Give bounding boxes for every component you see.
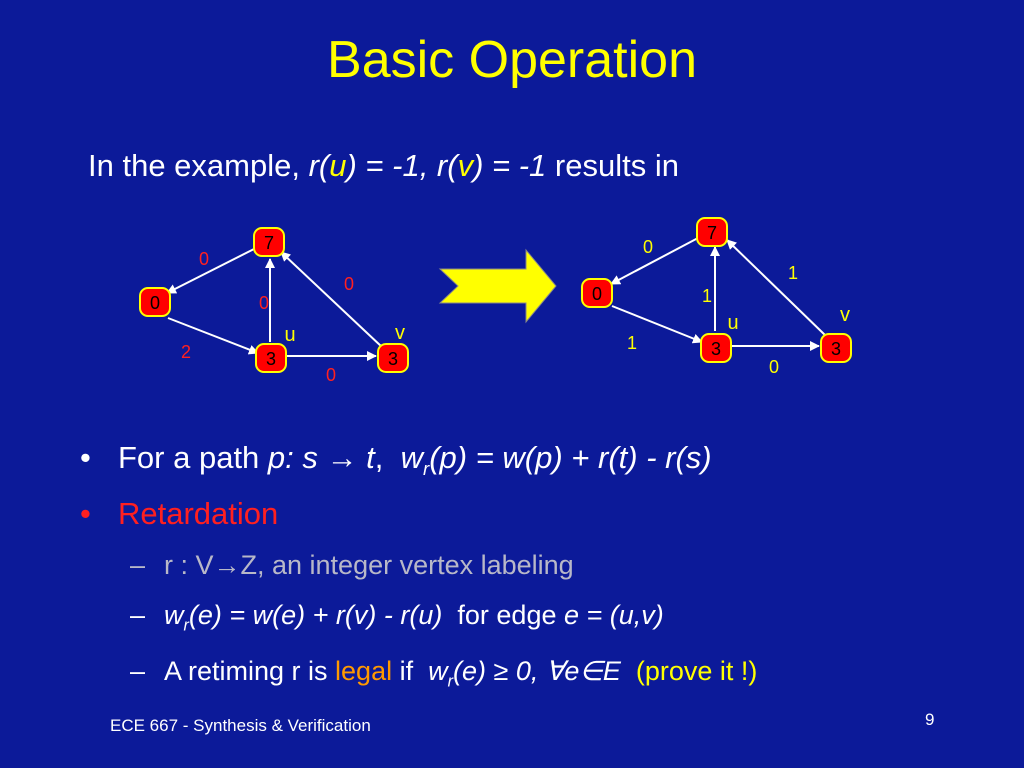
bullet-path-text: For a path (118, 440, 268, 475)
sub-bullet-legal-formula: (e) ≥ 0, ∀e∈E (453, 656, 621, 686)
right-node-right: 3 (820, 333, 852, 363)
left-node-top-label: 7 (264, 233, 274, 253)
intro-v: v (457, 148, 474, 183)
intro-u: u (329, 148, 347, 183)
sub-bullet-edge-mid: for edge (457, 600, 564, 630)
left-node-mid: 3 (255, 343, 287, 373)
right-node-left-label: 0 (592, 284, 602, 304)
bullet-dot: • (80, 496, 91, 531)
right-edge-top-to-left (610, 237, 699, 285)
bullet-retardation: • Retardation (80, 496, 278, 532)
left-edge-right-to-top (280, 251, 383, 348)
graphs-diagram: 7 0 3 3 0 2 0 0 0 u v 7 (139, 217, 852, 385)
bullet-path-formula: (p) = w(p) + r(t) - r(s) (429, 440, 712, 475)
sub-bullet-edge-w: w (164, 600, 184, 630)
sub-bullet-edge-def: e = (u,v) (563, 600, 664, 630)
right-label-u: u (727, 312, 738, 334)
sub-bullet-labeling: –r : V→Z, an integer vertex labeling (130, 550, 574, 581)
intro-suffix: results in (546, 148, 679, 183)
right-weight-left-mid: 1 (627, 333, 637, 353)
intro-r1: r( (308, 148, 330, 183)
right-label-v: v (840, 304, 850, 326)
left-node-right: 3 (377, 343, 409, 373)
bullet-path-sub: r (422, 458, 430, 480)
left-weight-mid-top: 0 (259, 293, 269, 313)
sub-bullet-legal-pre: A retiming r is (164, 656, 336, 686)
sub-bullet-dash: – (130, 550, 146, 580)
intro-eq1: ) = -1, r( (346, 148, 458, 183)
left-weight-top-left: 0 (199, 249, 209, 269)
left-weight-mid-right: 0 (326, 365, 336, 385)
sub-bullet-legal-word: legal (335, 656, 393, 686)
right-edge-right-to-top (726, 239, 827, 337)
right-edge-left-to-mid (611, 305, 703, 344)
slide-footer: ECE 667 - Synthesis & Verification (110, 716, 371, 735)
bullet-path-expr: p: s → t (267, 440, 375, 475)
right-weight-mid-right: 0 (769, 357, 779, 377)
left-node-right-label: 3 (388, 349, 398, 369)
sub-bullet-legal-sub: r (447, 672, 454, 691)
sub-bullet-legal: –A retiming r is legal if wr(e) ≥ 0, ∀e∈… (130, 656, 757, 691)
slide-title: Basic Operation (327, 31, 697, 89)
left-label-u: u (284, 324, 295, 346)
intro-eq2: ) = -1 (473, 148, 547, 183)
right-node-top: 7 (696, 217, 728, 247)
left-node-mid-label: 3 (266, 349, 276, 369)
right-weight-top-left: 0 (643, 237, 653, 257)
sub-bullet-legal-w: w (428, 656, 448, 686)
bullet-dot: • (80, 440, 91, 475)
right-weight-mid-top: 1 (702, 286, 712, 306)
left-weight-left-mid: 2 (181, 342, 191, 362)
left-label-v: v (395, 322, 405, 344)
right-weight-right-top: 1 (788, 263, 798, 283)
sub-bullet-dash: – (130, 656, 146, 686)
sub-bullet-edge-sub: r (183, 616, 189, 635)
left-node-top: 7 (253, 227, 285, 257)
right-node-mid: 3 (700, 333, 732, 363)
bullet-path-w: w (400, 440, 423, 475)
right-node-left: 0 (581, 278, 613, 308)
right-node-top-label: 7 (707, 223, 717, 243)
sub-bullet-labeling-text: r : V→Z, an integer vertex labeling (164, 550, 574, 580)
left-weight-right-top: 0 (344, 274, 354, 294)
right-node-mid-label: 3 (711, 339, 721, 359)
right-node-right-label: 3 (831, 339, 841, 359)
left-node-left: 0 (139, 287, 171, 317)
bullet-path-comma: , (374, 440, 384, 475)
intro-line: In the example, r(u) = -1, r(v) = -1 res… (88, 148, 679, 184)
sub-bullet-dash: – (130, 600, 146, 630)
bullet-path-weight: • For a path p: s → t, wr(p) = w(p) + r(t… (80, 440, 712, 480)
sub-bullet-edge-weight: –wr(e) = w(e) + r(v) - r(u) for edge e =… (130, 600, 664, 635)
left-node-left-label: 0 (150, 293, 160, 313)
sub-bullet-legal-prove: (prove it !) (635, 656, 758, 686)
results-arrow-icon (438, 248, 557, 324)
page-number: 9 (925, 710, 935, 729)
bullet-retardation-text: Retardation (118, 496, 279, 531)
intro-prefix: In the example, (88, 148, 309, 183)
left-edge-left-to-mid (167, 317, 259, 355)
sub-bullet-edge-formula: (e) = w(e) + r(v) - r(u) (188, 600, 443, 630)
left-edge-top-to-left (166, 248, 255, 294)
sub-bullet-legal-if: if (392, 656, 421, 686)
